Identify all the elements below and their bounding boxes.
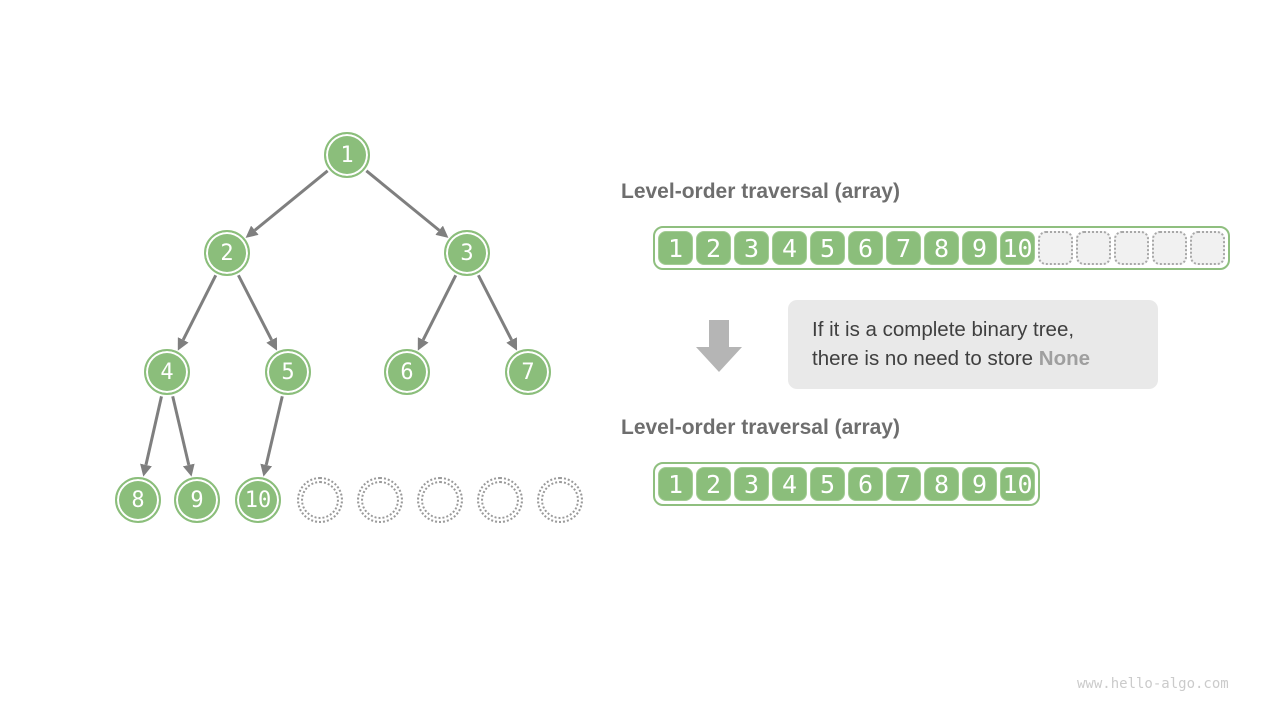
empty-tree-node bbox=[297, 477, 343, 523]
array-cell: 3 bbox=[734, 231, 769, 265]
array-bottom-label: Level-order traversal (array) bbox=[621, 416, 900, 439]
array-cell: 10 bbox=[1000, 231, 1035, 265]
array-cell: 5 bbox=[810, 467, 845, 501]
tree-edge bbox=[237, 274, 278, 351]
array-cell: 3 bbox=[734, 467, 769, 501]
array-cell: 6 bbox=[848, 231, 883, 265]
tree-edge bbox=[245, 169, 329, 238]
callout-none-keyword: None bbox=[1038, 347, 1091, 370]
array-top-label: Level-order traversal (array) bbox=[621, 180, 900, 203]
empty-tree-node bbox=[417, 477, 463, 523]
tree-node: 5 bbox=[265, 349, 311, 395]
array-cell: 9 bbox=[962, 467, 997, 501]
array-cell: 7 bbox=[886, 467, 921, 501]
array-cell: 8 bbox=[924, 467, 959, 501]
tree-node: 3 bbox=[444, 230, 490, 276]
array-cell: 7 bbox=[886, 231, 921, 265]
tree-edge bbox=[260, 395, 284, 477]
array-cell: 2 bbox=[696, 231, 731, 265]
watermark: www.hello-algo.com bbox=[1077, 676, 1229, 692]
callout-note: If it is a complete binary tree, there i… bbox=[788, 300, 1158, 389]
array-cell: 2 bbox=[696, 467, 731, 501]
tree-node: 2 bbox=[204, 230, 250, 276]
tree-edge-group bbox=[140, 169, 518, 477]
tree-node: 1 bbox=[324, 132, 370, 178]
callout-line1: If it is a complete binary tree, bbox=[812, 318, 1075, 341]
array-cell: 1 bbox=[658, 231, 693, 265]
tree-edge bbox=[171, 395, 195, 477]
empty-tree-node bbox=[477, 477, 523, 523]
tree-edge bbox=[417, 274, 458, 351]
array-cell-empty bbox=[1152, 231, 1187, 265]
callout-line2-prefix: there is no need to store bbox=[812, 347, 1039, 370]
array-cell-empty bbox=[1114, 231, 1149, 265]
down-arrow-icon bbox=[696, 320, 742, 372]
array-cell: 10 bbox=[1000, 467, 1035, 501]
array-cell: 8 bbox=[924, 231, 959, 265]
array-cell: 9 bbox=[962, 231, 997, 265]
tree-edge bbox=[365, 169, 449, 238]
tree-edge bbox=[477, 274, 518, 351]
array-cell-empty bbox=[1076, 231, 1111, 265]
array-cell: 4 bbox=[772, 467, 807, 501]
tree-node: 10 bbox=[235, 477, 281, 523]
empty-tree-node bbox=[357, 477, 403, 523]
tree-node: 9 bbox=[174, 477, 220, 523]
array-cell: 6 bbox=[848, 467, 883, 501]
tree-node: 6 bbox=[384, 349, 430, 395]
array-cell: 5 bbox=[810, 231, 845, 265]
array-cell: 1 bbox=[658, 467, 693, 501]
tree-node: 7 bbox=[505, 349, 551, 395]
tree-edge bbox=[140, 396, 163, 477]
tree-node: 4 bbox=[144, 349, 190, 395]
empty-tree-node bbox=[537, 477, 583, 523]
array-cell-empty bbox=[1038, 231, 1073, 265]
array-cell: 4 bbox=[772, 231, 807, 265]
array-cell-empty bbox=[1190, 231, 1225, 265]
tree-node: 8 bbox=[115, 477, 161, 523]
tree-edge bbox=[177, 274, 218, 351]
